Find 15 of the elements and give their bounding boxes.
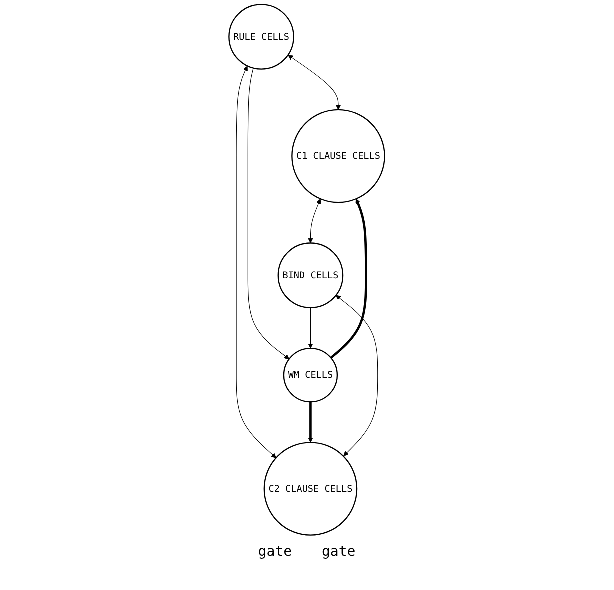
node-circle: RULE CELLS [228, 4, 294, 70]
arrow [248, 68, 290, 360]
arrow [336, 295, 378, 456]
node-circle: C1 CLAUSE CELLS [292, 109, 386, 204]
gate-label: gate [258, 544, 292, 560]
arrow [308, 402, 314, 443]
node-circle: WM CELLS [283, 348, 338, 403]
arrow [308, 199, 322, 244]
node-circle: BIND CELLS [278, 242, 344, 308]
arrow [288, 55, 342, 110]
arrow [330, 198, 368, 359]
arrow [236, 66, 276, 458]
arrow [308, 308, 314, 349]
gate-label: gate [322, 544, 356, 560]
node-circle: C2 CLAUSE CELLS [264, 442, 358, 536]
